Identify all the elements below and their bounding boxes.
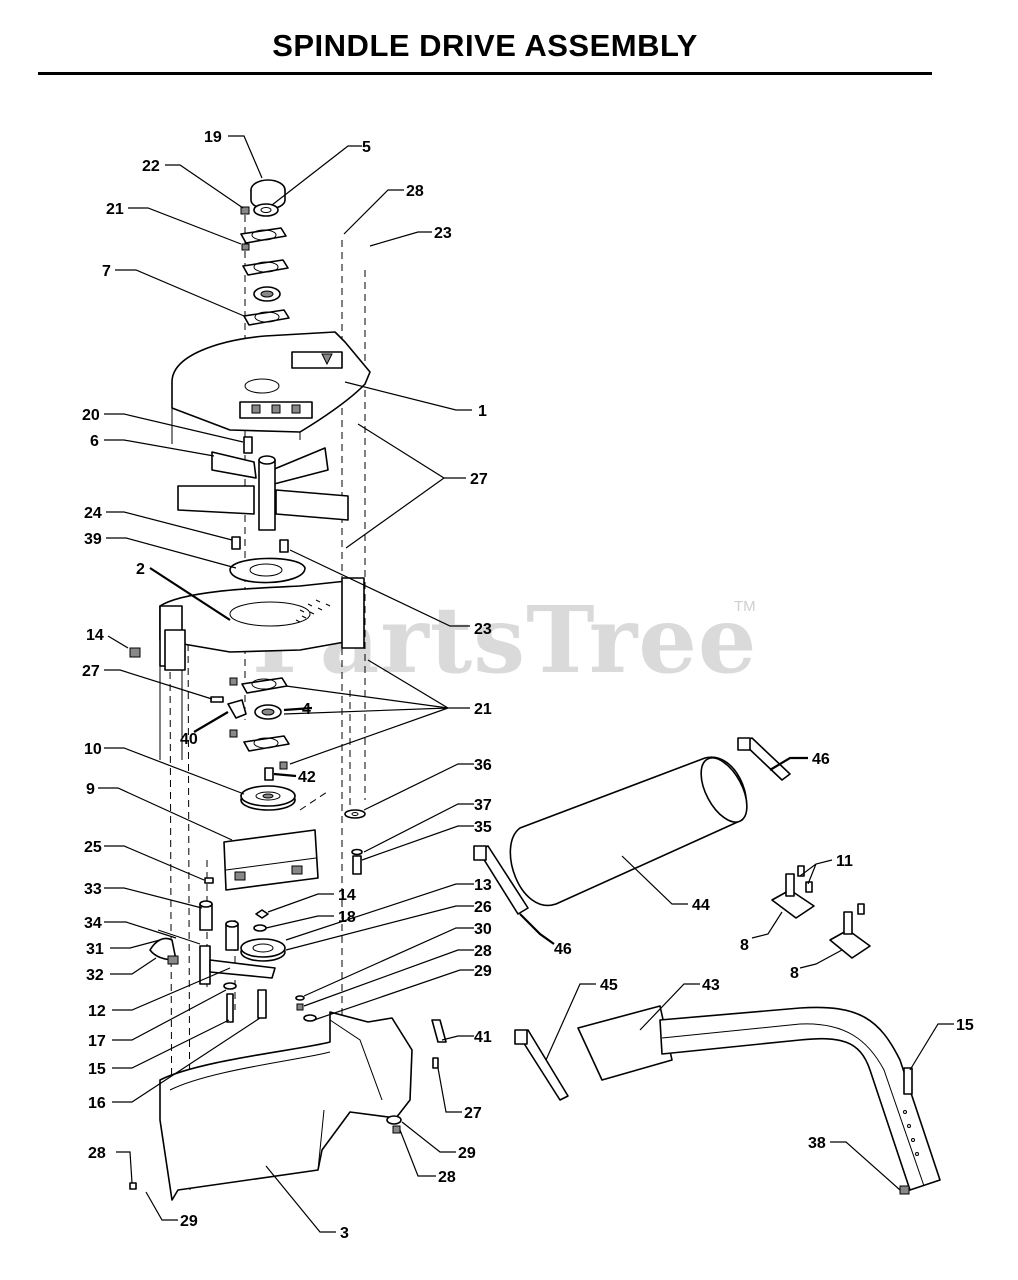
callout-29: 29	[474, 963, 492, 980]
callout-23: 23	[434, 225, 452, 242]
callout-45: 45	[600, 977, 618, 994]
callout-13: 13	[474, 877, 492, 894]
callout-2: 2	[136, 561, 145, 578]
callout-16: 16	[88, 1095, 106, 1112]
callout-3: 3	[340, 1225, 349, 1242]
callout-26: 26	[474, 899, 492, 916]
callout-40: 40	[180, 731, 198, 748]
callout-23: 23	[474, 621, 492, 638]
callout-44: 44	[692, 897, 710, 914]
callout-25: 25	[84, 839, 102, 856]
callout-18: 18	[338, 909, 356, 926]
callout-30: 30	[474, 921, 492, 938]
callout-36: 36	[474, 757, 492, 774]
lower-housing	[129, 577, 365, 760]
callout-37: 37	[474, 797, 492, 814]
drive-pulley	[240, 785, 296, 811]
callout-28: 28	[88, 1145, 106, 1162]
callout-6: 6	[90, 433, 99, 450]
idler-spacer-hardware	[344, 809, 366, 875]
callout-8: 8	[740, 937, 749, 954]
callout-33: 33	[84, 881, 102, 898]
callout-24: 24	[84, 505, 102, 522]
callout-28: 28	[474, 943, 492, 960]
callout-27: 27	[464, 1105, 482, 1122]
callout-35: 35	[474, 819, 492, 836]
callout-15: 15	[88, 1061, 106, 1078]
discharge-chute	[129, 1011, 447, 1201]
callout-19: 19	[204, 129, 222, 146]
callout-14: 14	[86, 627, 104, 644]
callout-38: 38	[808, 1135, 826, 1152]
callout-29: 29	[458, 1145, 476, 1162]
impeller-fan	[177, 436, 349, 531]
discharge-tube	[509, 756, 748, 907]
callout-28: 28	[438, 1169, 456, 1186]
callout-21: 21	[474, 701, 492, 718]
callout-46: 46	[554, 941, 572, 958]
callout-5: 5	[362, 139, 371, 156]
title-divider	[38, 72, 932, 75]
callout-leaders	[98, 135, 954, 1233]
mounting-brackets	[771, 865, 871, 959]
callout-43: 43	[702, 977, 720, 994]
callout-39: 39	[84, 531, 102, 548]
callout-17: 17	[88, 1033, 106, 1050]
callout-34: 34	[84, 915, 102, 932]
belt-guard	[204, 829, 319, 891]
callout-27: 27	[470, 471, 488, 488]
trademark-mark: TM	[734, 598, 756, 615]
callout-28: 28	[406, 183, 424, 200]
page-title: SPINDLE DRIVE ASSEMBLY	[272, 28, 698, 63]
callout-31: 31	[86, 941, 104, 958]
callout-14: 14	[338, 887, 356, 904]
callout-41: 41	[474, 1029, 492, 1046]
top-bearing-stack	[240, 179, 290, 326]
callout-21: 21	[106, 201, 124, 218]
callout-22: 22	[142, 158, 160, 175]
mounting-plate	[229, 536, 306, 584]
callout-9: 9	[86, 781, 95, 798]
lower-bearing-group	[210, 677, 290, 781]
callout-1: 1	[478, 403, 487, 420]
callout-42: 42	[298, 769, 316, 786]
top-housing-cover	[171, 331, 371, 444]
callout-27: 27	[82, 663, 100, 680]
callout-32: 32	[86, 967, 104, 984]
callout-8: 8	[790, 965, 799, 982]
callout-4: 4	[302, 701, 311, 718]
callout-labels: 19 5 22 21 28 23 7 1 20 6 27 24 39 2 23 …	[82, 129, 974, 1242]
callout-20: 20	[82, 407, 100, 424]
callout-29: 29	[180, 1213, 198, 1230]
callout-10: 10	[84, 741, 102, 758]
idler-arm-assembly	[149, 900, 305, 1023]
tube-straps	[473, 737, 791, 1101]
callout-7: 7	[102, 263, 111, 280]
callout-12: 12	[88, 1003, 106, 1020]
callout-11: 11	[836, 853, 853, 870]
chute-deflector-arm	[577, 1005, 941, 1195]
callout-15: 15	[956, 1017, 974, 1034]
callout-46: 46	[812, 751, 830, 768]
